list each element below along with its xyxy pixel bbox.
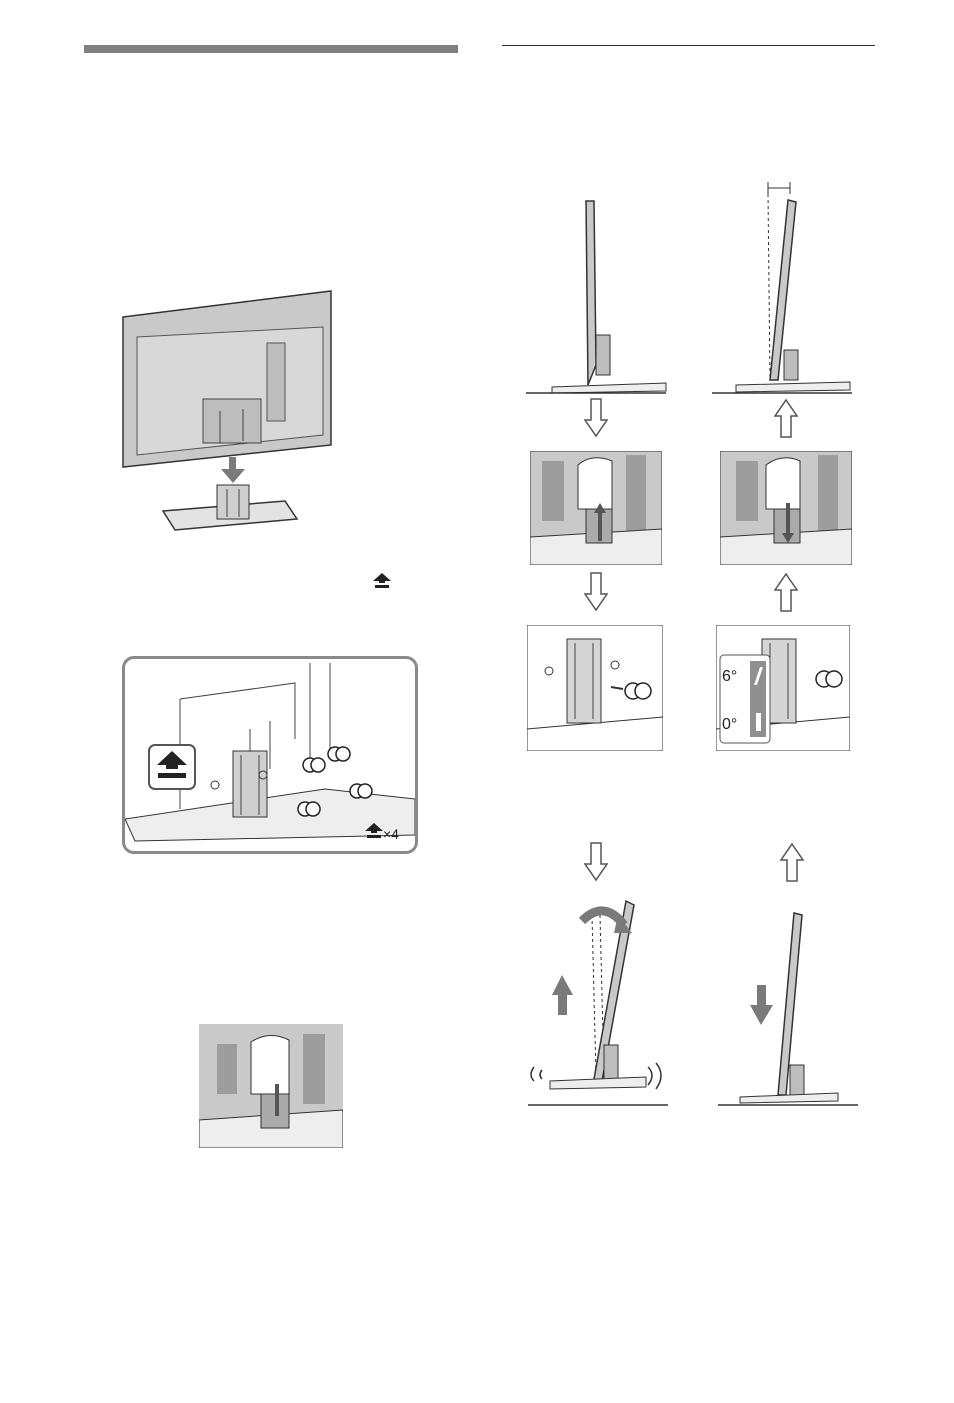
up-arrow-icon — [780, 842, 804, 882]
screw-icon — [149, 745, 195, 789]
down-arrow-icon — [584, 572, 608, 612]
screw-count-label: ×4 — [383, 826, 399, 842]
screw-icon — [372, 572, 392, 590]
up-arrow-icon — [774, 572, 798, 612]
down-arrow-icon — [750, 985, 773, 1025]
bracket-angle-adjust: 6° 0° — [716, 625, 850, 751]
bracket-cover-removal — [530, 451, 662, 565]
screw-fixing-detail-panel: ×4 — [122, 656, 418, 854]
up-arrow-icon — [552, 975, 573, 1015]
bracket-cover-reattach — [720, 451, 852, 565]
tv-side-view-tilted — [708, 180, 858, 395]
tv-lift-tilt-illustration — [520, 895, 672, 1110]
angle-6-degree-label: 6° — [722, 668, 737, 685]
down-arrow-icon — [221, 457, 245, 483]
up-arrow-icon — [774, 398, 798, 438]
bracket-screw-removal — [527, 625, 663, 751]
tv-side-view-upright — [522, 185, 672, 395]
tv-mount-on-stand-illustration — [115, 285, 345, 535]
tv-lower-onto-stand-illustration — [714, 905, 862, 1110]
bracket-cover-detail — [199, 1024, 343, 1148]
angle-0-degree-label: 0° — [722, 716, 737, 733]
section-header-rule — [502, 45, 875, 46]
section-header-bar — [84, 45, 458, 53]
down-arrow-icon — [584, 398, 608, 438]
down-arrow-icon — [584, 842, 608, 882]
